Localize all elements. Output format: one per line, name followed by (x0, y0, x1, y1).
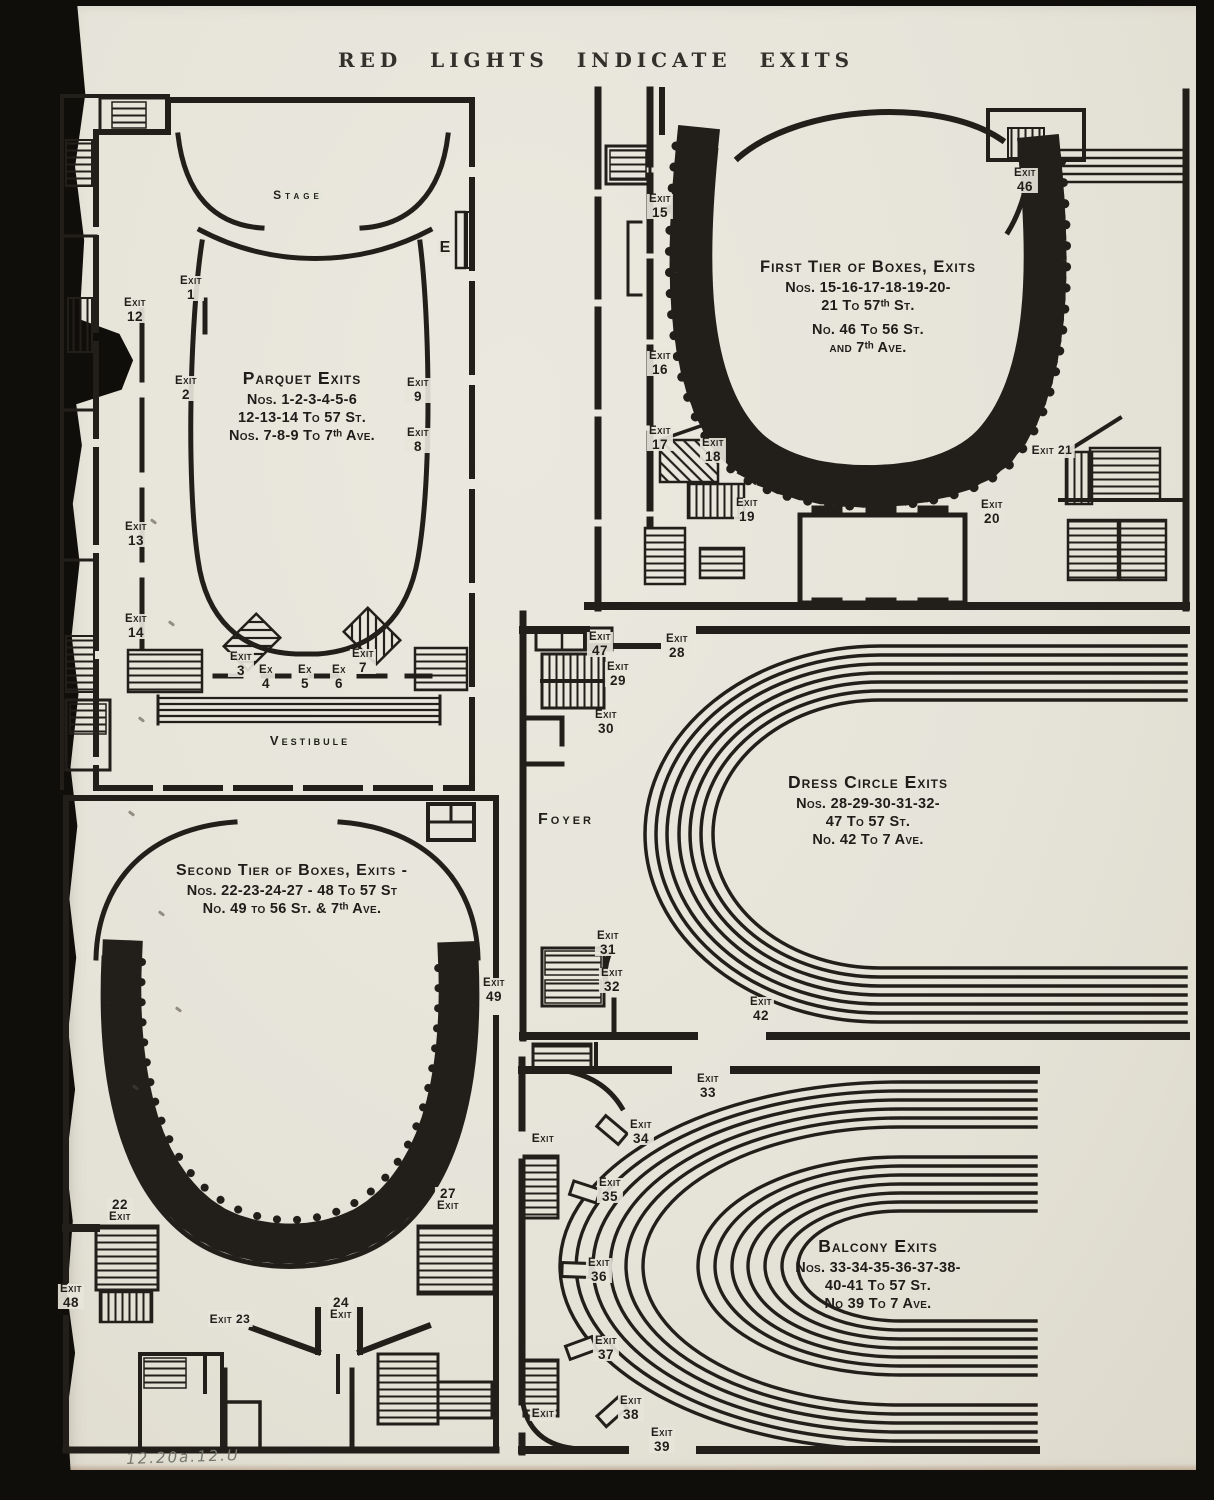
exit-label-left-upper: Exit (529, 1130, 557, 1147)
plan-dress-circle (519, 610, 1190, 1042)
exit-label-left-lower: Exit (529, 1405, 557, 1422)
foyer-label: Foyer (538, 811, 594, 829)
plan-first-tier (584, 86, 1190, 612)
vestibule-label: Vestibule (269, 733, 351, 748)
plan-parquet (60, 94, 475, 791)
second-tier-caption: Second Tier of Boxes, Exits - Nos. 22-23… (175, 862, 409, 918)
plan-second-tier (62, 795, 500, 1454)
first-tier-caption: First Tier of Boxes, Exits Nos. 15-16-17… (759, 258, 977, 357)
parquet-caption: Parquet Exits Nos. 1-2-3-4-5-6 12-13-14 … (229, 368, 375, 445)
dress-circle-caption: Dress Circle Exits Nos. 28-29-30-31-32- … (787, 772, 949, 849)
stage-label: Stage (273, 188, 323, 202)
page-title: RED LIGHTS INDICATE EXITS (337, 48, 855, 72)
handwritten-catalog-note: 12.20a.12.U (125, 1446, 241, 1468)
balcony-caption: Balcony Exits Nos. 33-34-35-36-37-38- 40… (795, 1236, 961, 1313)
door-e-label: E (437, 239, 453, 257)
exit-label-23: Exit 23 (207, 1311, 253, 1328)
exit-label-21: Exit 21 (1029, 442, 1075, 459)
